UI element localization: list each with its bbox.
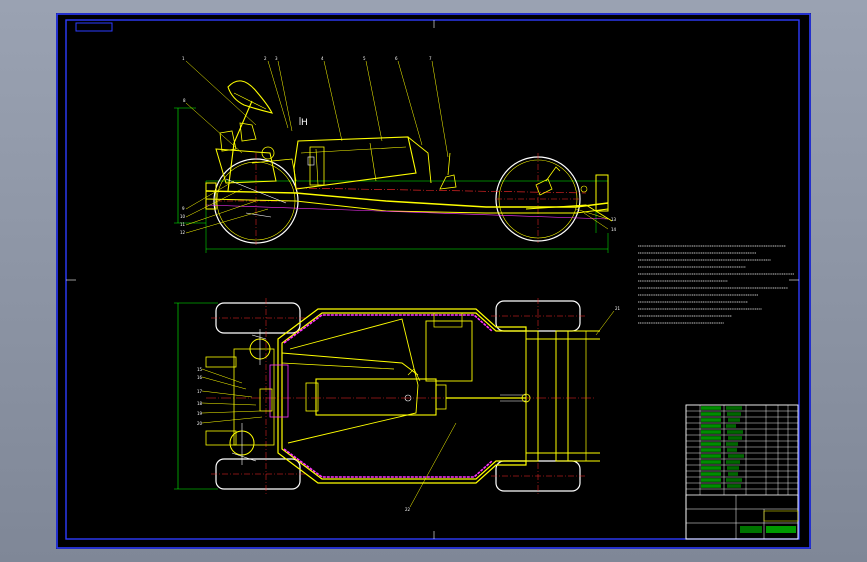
callout-20: 20: [197, 421, 203, 426]
callout-2: 2: [264, 56, 267, 61]
top-view: 15 16 17 18 19 20 21 22: [174, 298, 621, 512]
svg-text:H: H: [301, 118, 308, 128]
parts-cell-fill: [728, 472, 738, 476]
parts-cell-fill: [728, 454, 744, 458]
parts-cell-fill: [701, 448, 721, 452]
callout-4: 4: [321, 56, 324, 61]
callout-17: 17: [197, 389, 203, 394]
parts-cell-fill: [726, 460, 740, 464]
callout-22: 22: [405, 507, 411, 512]
outer-frame: [56, 13, 811, 549]
callout-18: 18: [197, 401, 203, 406]
parts-cell-fill: [701, 484, 721, 488]
inner-frame: [65, 19, 800, 540]
callout-9: 9: [182, 206, 185, 211]
callout-10: 10: [180, 214, 186, 219]
callout-21: 21: [615, 306, 621, 311]
callout-16: 16: [197, 375, 203, 380]
callout-12: 12: [180, 230, 186, 235]
parts-cell-fill: [726, 406, 742, 410]
parts-cell-fill: [727, 448, 737, 452]
parts-cell-fill: [701, 424, 721, 428]
parts-cell-fill: [701, 460, 721, 464]
parts-cell-fill: [701, 406, 721, 410]
parts-cell-fill: [701, 466, 721, 470]
parts-cell-fill: [726, 442, 738, 446]
parts-cell-fill: [727, 466, 739, 470]
callout-11: 11: [180, 222, 186, 227]
parts-cell-fill: [727, 484, 741, 488]
drawing-sheet: H: [56, 13, 811, 549]
callout-14: 14: [611, 227, 617, 232]
parts-cell-fill: [701, 418, 721, 422]
parts-cell-fill: [701, 442, 721, 446]
steering-wheel: [227, 80, 274, 114]
callout-19: 19: [197, 411, 203, 416]
callout-3: 3: [275, 56, 278, 61]
border-tag-box: [75, 22, 113, 32]
chassis-drawing: H: [56, 13, 811, 549]
callout-7: 7: [429, 56, 432, 61]
parts-cell-fill: [701, 436, 721, 440]
parts-cell-fill: [728, 436, 742, 440]
parts-cell-fill: [701, 478, 721, 482]
parts-cell-fill: [701, 472, 721, 476]
title-block: [685, 404, 799, 540]
parts-cell-fill: [726, 478, 742, 482]
side-view: H: [174, 56, 617, 253]
technical-notes: [638, 245, 794, 324]
parts-cell-fill: [701, 412, 721, 416]
callout-1: 1: [182, 56, 185, 61]
callout-8: 8: [183, 98, 186, 103]
callout-6: 6: [395, 56, 398, 61]
parts-cell-fill: [701, 454, 721, 458]
parts-cell-fill: [726, 424, 736, 428]
parts-cell-fill: [701, 430, 721, 434]
callout-13: 13: [611, 217, 617, 222]
chassis-frame: [277, 308, 527, 484]
parts-cell-fill: [727, 430, 743, 434]
callout-15: 15: [197, 367, 203, 372]
parts-cell-fill: [727, 412, 741, 416]
callout-5: 5: [363, 56, 366, 61]
parts-cell-fill: [728, 418, 740, 422]
